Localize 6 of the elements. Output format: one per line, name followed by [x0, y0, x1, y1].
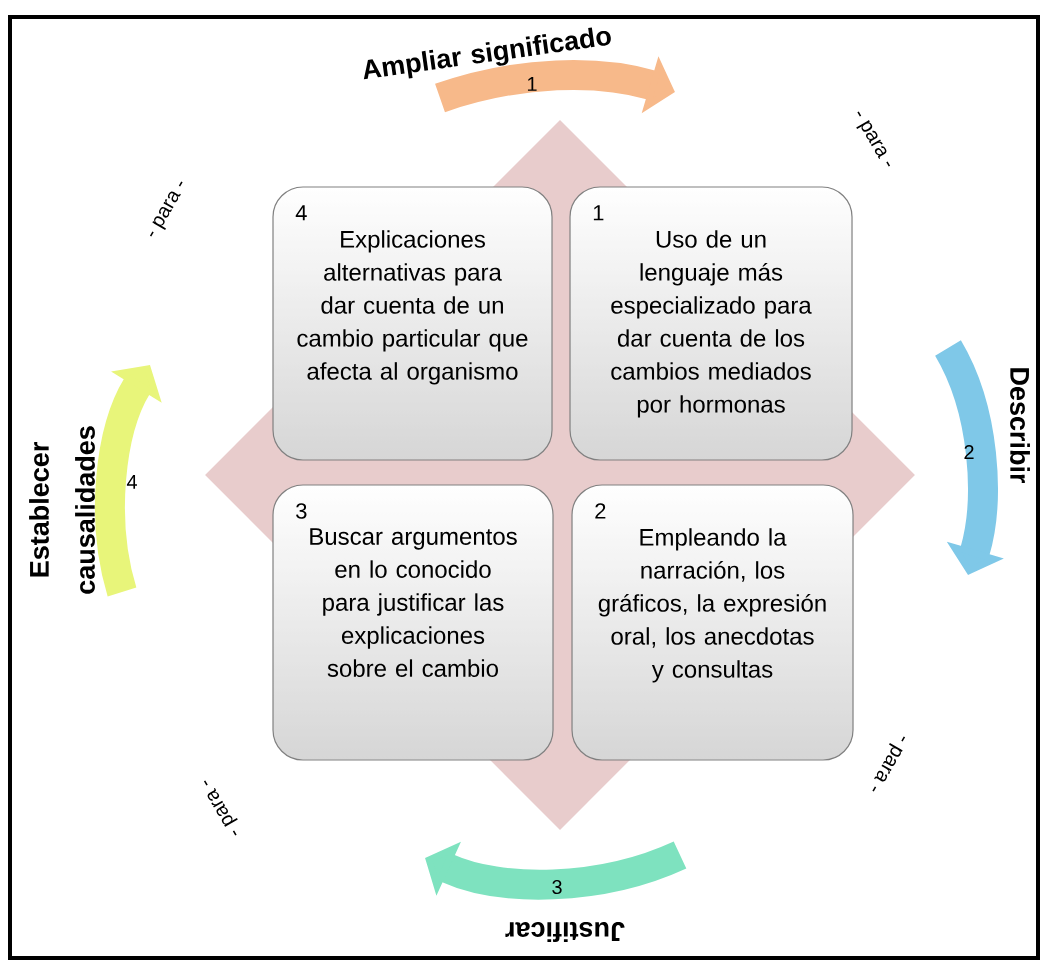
arrow-heading: Justificar [505, 922, 625, 942]
arrow-heading: Establecer causalidades [29, 426, 95, 594]
arrow-heading: Describir [1010, 368, 1030, 484]
node-label: 4 [126, 475, 137, 489]
node-label: 3 [552, 879, 562, 895]
node-label: 1 [527, 77, 537, 91]
